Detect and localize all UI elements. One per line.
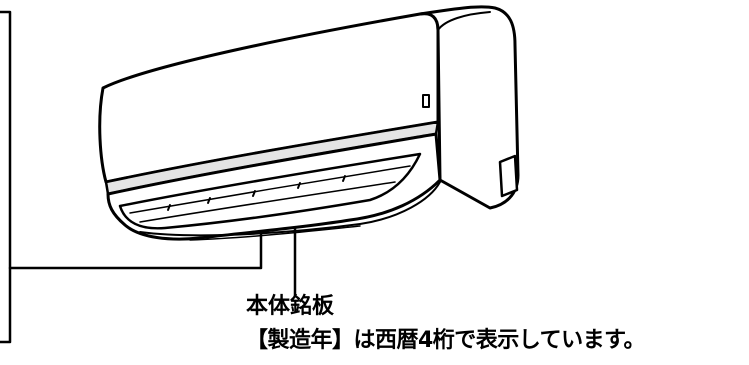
nameplate-label: 本体銘板 — [246, 294, 335, 319]
vent-ticks — [167, 175, 346, 211]
bracket-leader-line — [0, 10, 12, 344]
bottom-rim-inner — [189, 225, 361, 241]
louver-flap — [118, 152, 422, 230]
bracket-connector-line — [8, 227, 263, 270]
unit-side-panel — [418, 5, 520, 210]
side-button — [422, 94, 430, 108]
side-grip — [498, 154, 519, 198]
side-panel-edge — [437, 11, 491, 31]
bottom-rim — [139, 181, 441, 237]
louver-slats — [129, 165, 411, 223]
manufacture-year-note: 【製造年】は西暦4桁で表示しています。 — [246, 328, 645, 353]
